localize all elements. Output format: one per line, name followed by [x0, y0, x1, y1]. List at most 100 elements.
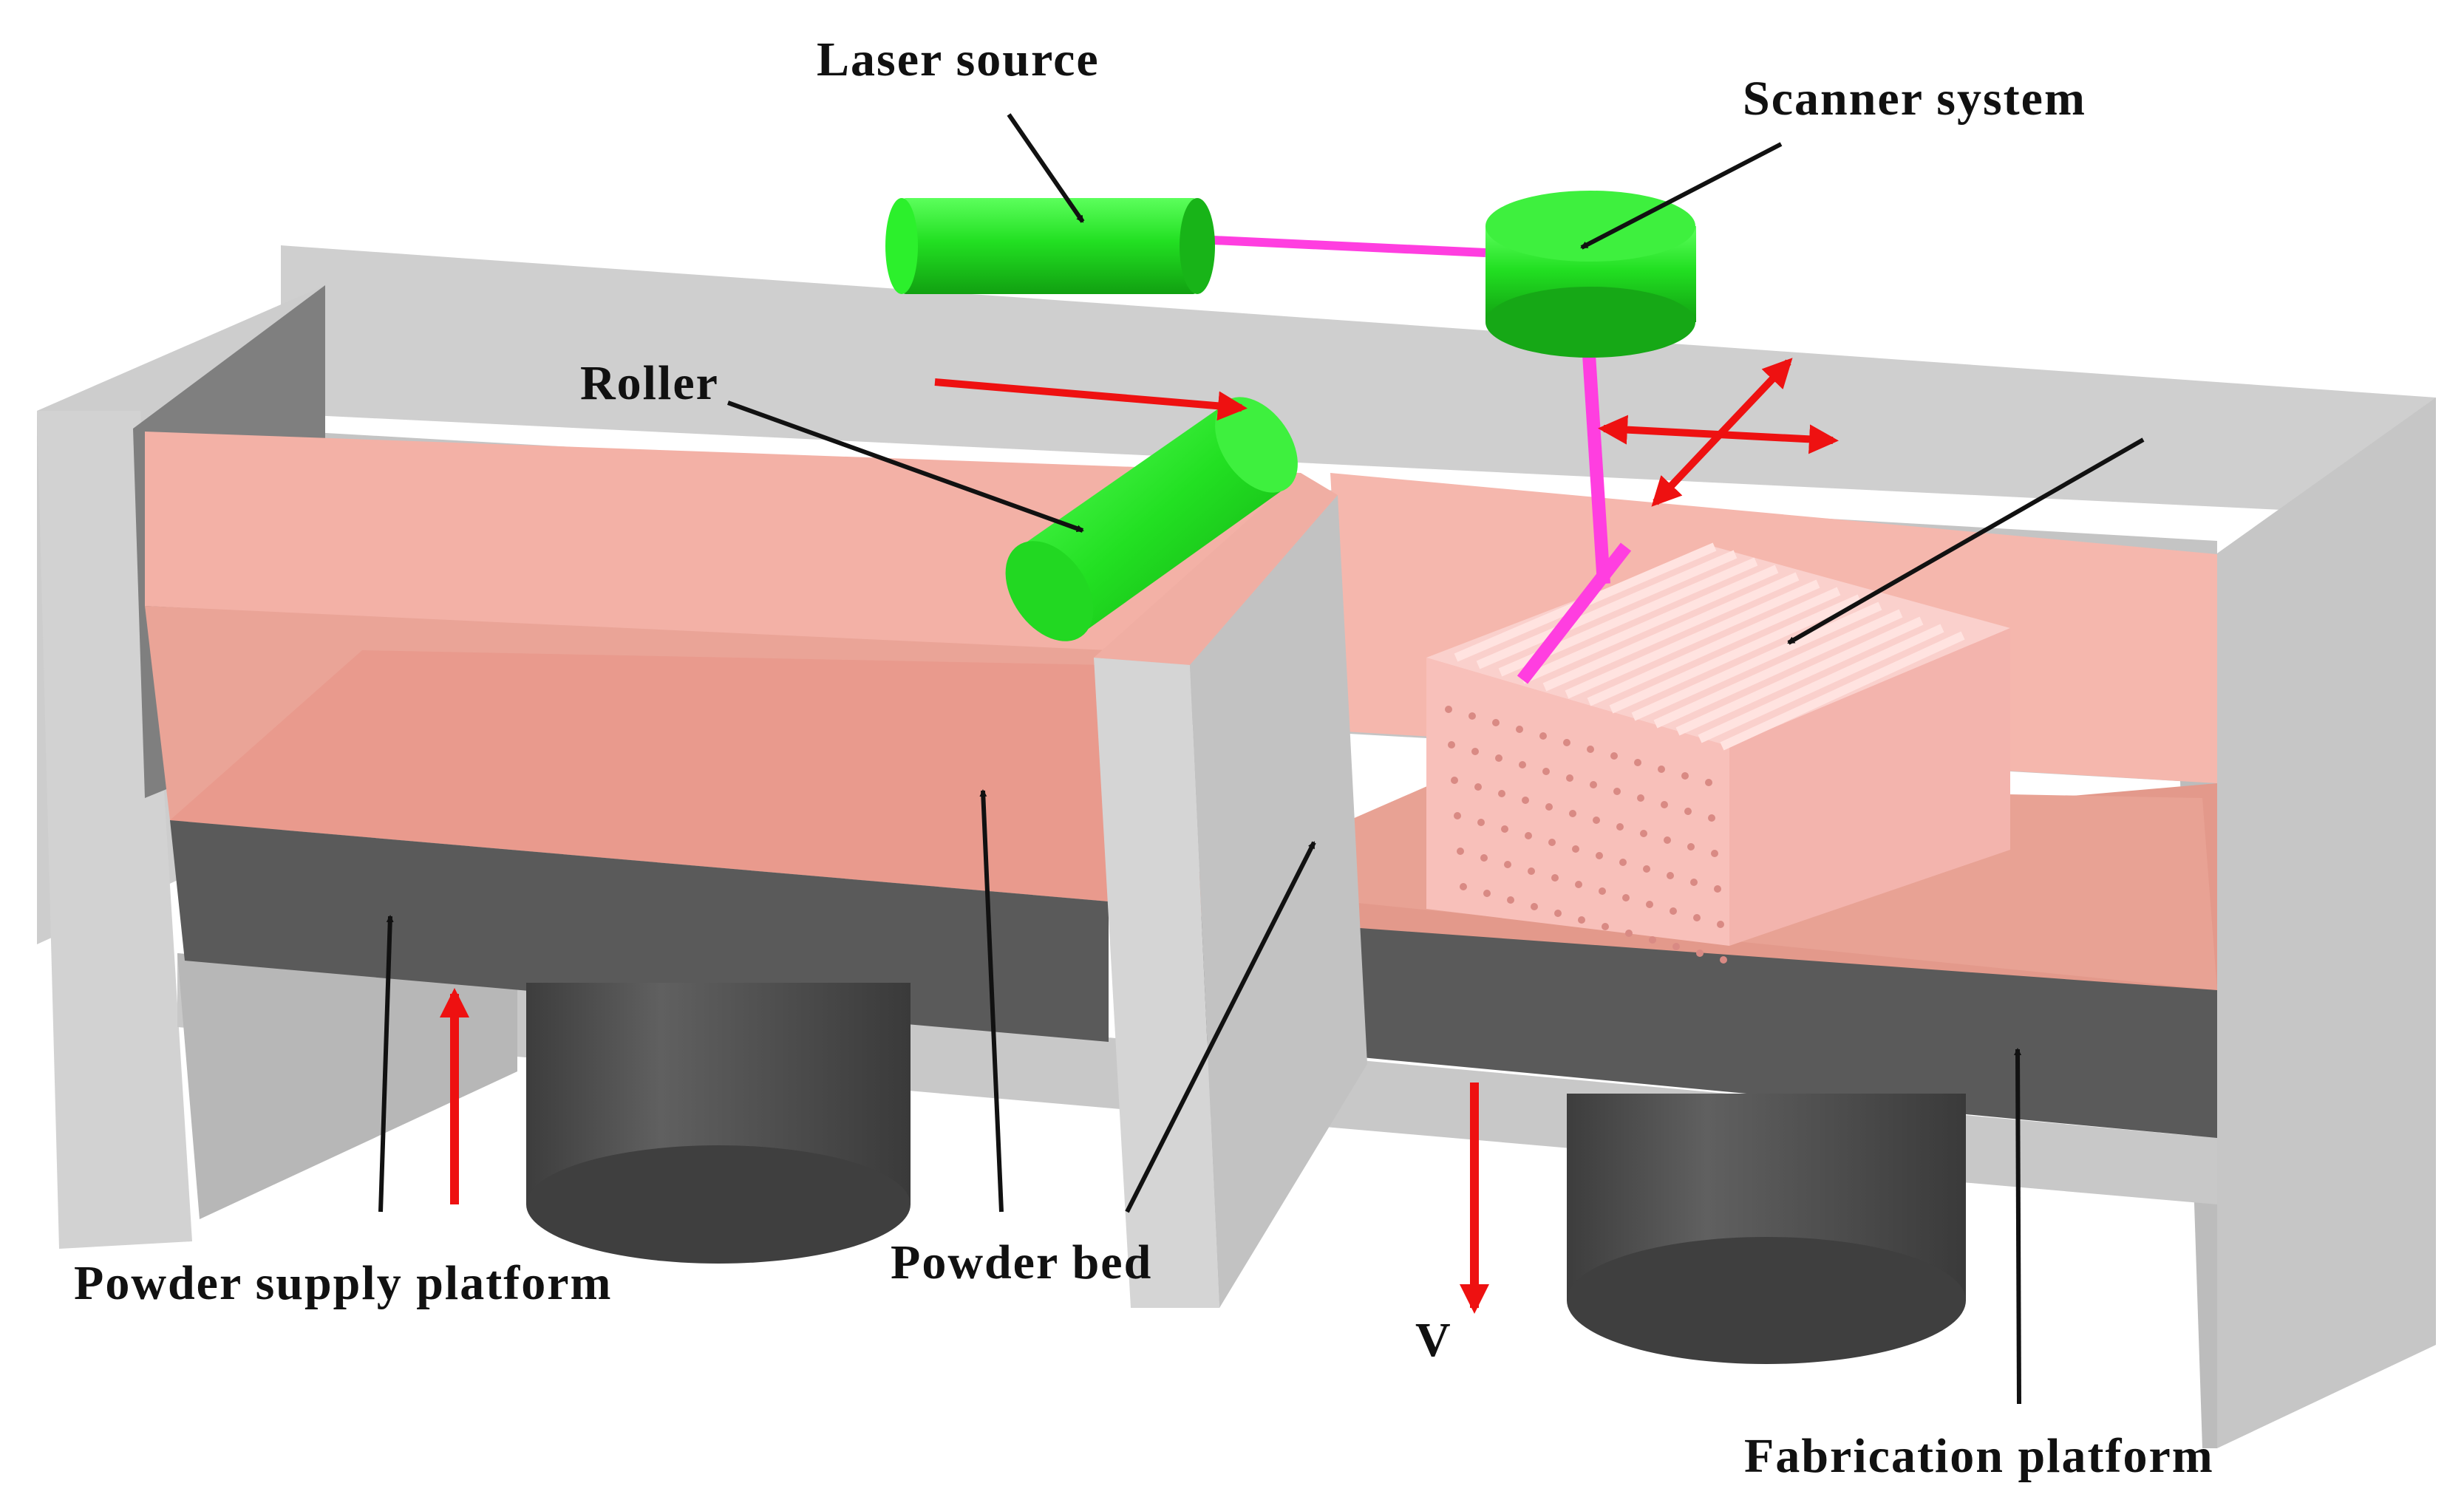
part-dot: [1714, 885, 1721, 893]
part-dot: [1587, 746, 1594, 753]
part-dot: [1460, 883, 1467, 890]
part-dot: [1711, 850, 1718, 857]
part-dot: [1634, 759, 1641, 766]
label-powder-bed: Powder bed: [891, 1235, 1152, 1289]
part-dot: [1696, 950, 1704, 957]
part-ridge: [1542, 572, 1800, 692]
part-dot: [1681, 772, 1689, 780]
part-dot: [1516, 726, 1523, 733]
label-powder-supply-platform: Powder supply platform: [74, 1256, 613, 1310]
labels: Laser source Scanner system Roller Powde…: [74, 33, 2214, 1483]
part-dot: [1578, 916, 1585, 924]
part-dot: [1542, 768, 1550, 775]
label-roller: Roller: [580, 356, 719, 410]
part-dot: [1501, 825, 1508, 833]
part-dot: [1625, 930, 1633, 937]
laser-beam-horizontal: [1197, 235, 1486, 257]
part-dot: [1457, 848, 1464, 855]
part-dot: [1613, 788, 1621, 795]
part-ridge: [1675, 616, 1924, 736]
lower-left-pocket: [177, 953, 517, 1219]
roller-cylinder: [1005, 397, 1298, 641]
part-dot: [1507, 896, 1514, 904]
divider-front: [1094, 658, 1219, 1308]
part-dot: [1522, 797, 1529, 804]
part-dot: [1619, 859, 1627, 866]
label-laser-source: Laser source: [817, 33, 1100, 86]
part-dot: [1684, 808, 1692, 815]
part-dot: [1451, 777, 1458, 784]
part-dot: [1575, 881, 1582, 888]
scanner-system-cylinder: [1485, 191, 1696, 358]
pointer-lines: [378, 113, 2145, 1405]
supply-piston: [526, 983, 911, 1264]
part-side: [1729, 628, 2010, 946]
part-dot: [1672, 943, 1680, 950]
part-dot: [1480, 854, 1488, 862]
part-dot: [1690, 879, 1698, 886]
part-dot: [1610, 752, 1618, 760]
part-dot: [1643, 865, 1650, 873]
part-dot: [1454, 812, 1461, 819]
part-dot: [1637, 794, 1644, 802]
pointer-fabrication-platform: [2014, 1048, 2022, 1405]
part-dot: [1667, 872, 1674, 879]
label-fabrication-platform: Fabrication platform: [1744, 1429, 2214, 1483]
part-dot: [1531, 903, 1538, 910]
roller-motion-arrow: [934, 378, 1248, 421]
pointer-scanner-system: [1580, 142, 1783, 250]
part-dot: [1569, 810, 1576, 817]
part-dots: [1445, 706, 1727, 964]
part-dot: [1498, 790, 1505, 797]
part-dot: [1445, 706, 1452, 713]
pointer-supply-platform: [378, 915, 394, 1213]
supply-bed-recess: [170, 650, 1109, 901]
part-dot: [1599, 887, 1606, 895]
scan-arrow-diagonal: [1651, 358, 1793, 507]
fab-piston: [1567, 1094, 1966, 1364]
part-ridge: [1631, 601, 1882, 721]
part-dot: [1554, 910, 1562, 917]
fab-platform-plate: [1197, 916, 2217, 1138]
part-dot: [1572, 845, 1579, 853]
part-dot: [1646, 901, 1653, 908]
part-dot: [1528, 867, 1535, 875]
part-dot: [1640, 830, 1647, 837]
part-dot: [1590, 781, 1597, 788]
pointer-powder-bed-right: [1125, 841, 1316, 1213]
part-dot: [1705, 779, 1712, 786]
part-dot: [1545, 803, 1553, 811]
pointer-part: [1787, 437, 2145, 645]
part-dot: [1548, 839, 1556, 846]
part-dot: [1566, 774, 1573, 782]
part-dot: [1670, 907, 1677, 915]
part-dot: [1596, 852, 1603, 859]
part-dot: [1474, 783, 1482, 791]
part-dot: [1539, 732, 1547, 740]
part-dot: [1504, 861, 1511, 868]
part-dot: [1622, 894, 1630, 901]
part-dot: [1448, 741, 1455, 749]
part-dot: [1687, 843, 1695, 850]
part-dot: [1661, 801, 1668, 808]
part-dot: [1649, 936, 1656, 944]
part-dot: [1717, 921, 1724, 928]
part-dot: [1551, 874, 1559, 882]
part-dot: [1720, 956, 1727, 964]
part-ridge: [1520, 565, 1779, 684]
part-front: [1426, 658, 1729, 946]
part-ridge: [1720, 631, 1965, 751]
part-dot: [1658, 766, 1665, 773]
part-dot: [1483, 890, 1491, 897]
part-dot: [1563, 739, 1570, 746]
part-dot: [1525, 832, 1532, 839]
fabricated-part: [1426, 542, 2010, 964]
part-dot: [1602, 923, 1609, 930]
laser-beam-down: [1582, 354, 1610, 584]
part-dot: [1664, 836, 1671, 844]
motion-arrows: [440, 358, 1839, 1314]
part-dot: [1492, 719, 1500, 726]
laser-beams: [1197, 235, 1632, 684]
